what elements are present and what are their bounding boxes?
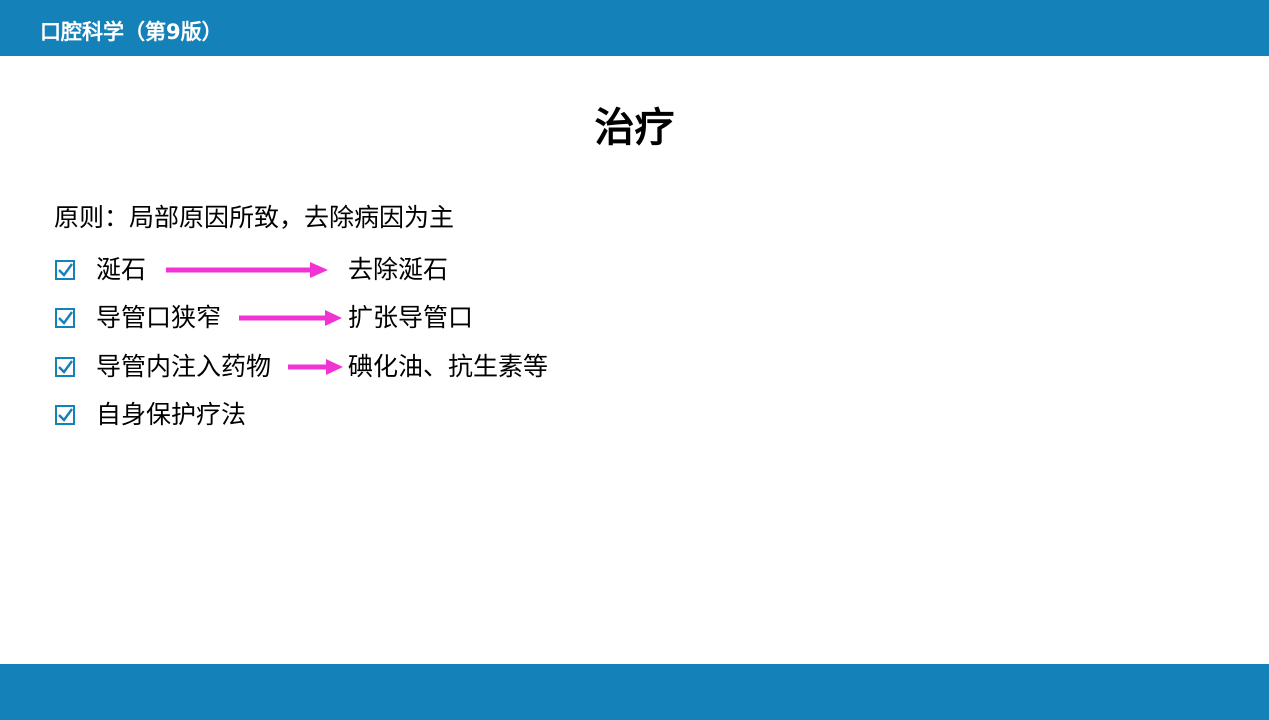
checkbox-checked-icon (55, 357, 75, 377)
footer-bar (0, 664, 1269, 720)
course-title: 口腔科学（第9版） (40, 20, 223, 44)
arrow-right-icon (288, 359, 343, 375)
checkbox-checked-icon (55, 260, 75, 280)
item-text: 自身保护疗法 (96, 400, 247, 429)
header-bar: 口腔科学（第9版） (0, 0, 1269, 56)
item-result: 扩张导管口 (348, 303, 474, 332)
checkbox-checked-icon (55, 405, 75, 425)
checkbox-checked-icon (55, 308, 75, 328)
arrow-right-icon (166, 262, 328, 278)
item-text: 涎石 (96, 255, 147, 284)
item-text: 导管口狭窄 (96, 303, 222, 332)
item-result: 碘化油、抗生素等 (348, 352, 549, 381)
item-result: 去除涎石 (348, 255, 449, 284)
slide-title: 治疗 (594, 105, 675, 151)
arrow-right-icon (239, 310, 342, 326)
principle-text: 原则：局部原因所致，去除病因为主 (54, 203, 455, 232)
item-text: 导管内注入药物 (96, 352, 272, 381)
